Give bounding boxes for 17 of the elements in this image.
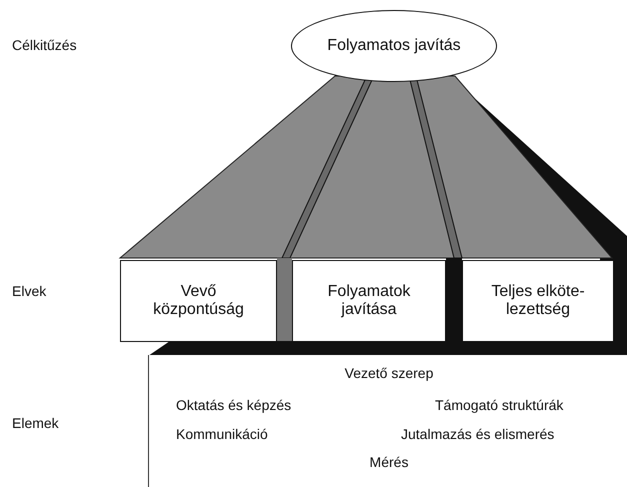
element-text: Kommunikáció	[176, 426, 268, 442]
element-text: Támogató struktúrák	[435, 397, 564, 413]
level-label: Elemek	[12, 415, 59, 431]
principle-text: Folyamatok javítása	[326, 283, 412, 319]
level-label: Célkitűzés	[12, 37, 77, 53]
principle-box	[120, 260, 277, 342]
element-text: Oktatás és képzés	[176, 397, 292, 413]
principle-box	[462, 260, 614, 342]
principle-text: Teljes elköte- lezettség	[490, 283, 586, 319]
principle-box	[292, 260, 446, 342]
goal-text: Folyamatos javítás	[327, 37, 461, 55]
element-text: Mérés	[368, 454, 410, 470]
principle-text: Vevő központúság	[152, 283, 245, 319]
foundation-box	[148, 355, 627, 487]
element-text: Jutalmazás és elismerés	[401, 426, 554, 442]
element-text: Vezető szerep	[344, 365, 434, 381]
level-label: Elvek	[12, 283, 46, 299]
